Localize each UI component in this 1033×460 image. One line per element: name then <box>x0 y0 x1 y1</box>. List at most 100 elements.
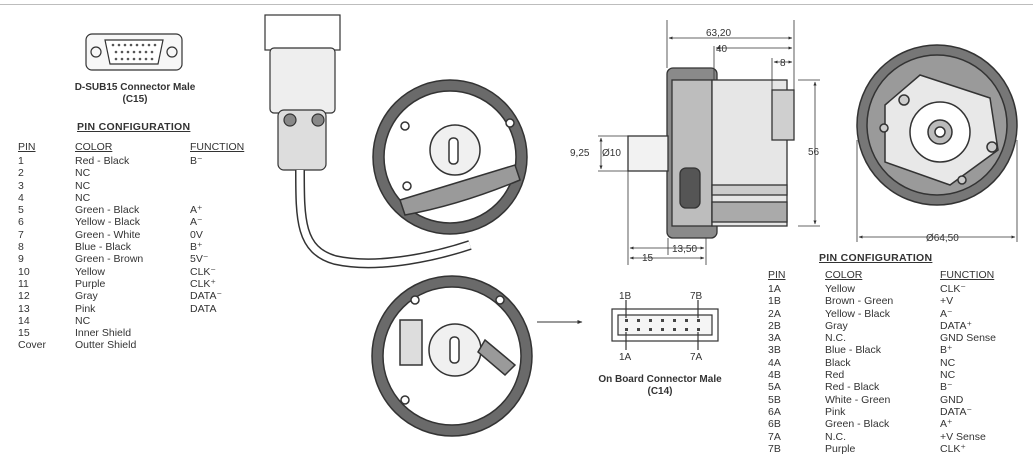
dim-shaft-total: 15 <box>642 253 654 264</box>
dim-shaft-dia: Ø10 <box>602 148 621 159</box>
dsub-caption-line2: (C15) <box>122 94 148 105</box>
dim-shaft-flat: 9,25 <box>570 148 590 159</box>
label-7a: 7A <box>690 352 703 363</box>
cell-color: Inner Shield <box>75 327 132 340</box>
cell-function: NC <box>940 369 956 382</box>
cell-function: CLK⁻ <box>190 265 216 278</box>
cell-function: DATA⁻ <box>940 405 972 418</box>
table-row: 7A N.C. +V Sense <box>768 431 996 443</box>
cell-function: B⁺ <box>940 344 953 357</box>
cell-function: CLK⁻ <box>940 283 966 295</box>
cell-pin: 5A <box>768 381 781 394</box>
cell-function <box>190 339 244 351</box>
cell-pin: 7B <box>768 442 781 455</box>
dsub-pin-heading: PIN CONFIGURATION <box>77 121 191 133</box>
cell-function: +V Sense <box>940 430 986 443</box>
dsub15-connector-face <box>85 33 183 71</box>
onboard-caption-line2: (C14) <box>647 386 673 397</box>
cell-function <box>190 167 244 179</box>
onboard-connector <box>611 300 719 350</box>
encoder-back-bottom <box>371 275 533 437</box>
cell-color: Yellow <box>825 283 855 295</box>
cell-pin: 5B <box>768 393 781 406</box>
cell-color: Green - Black <box>825 418 890 431</box>
label-1b: 1B <box>619 291 632 302</box>
cell-function: CLK⁺ <box>190 277 216 290</box>
cell-pin: 3A <box>768 332 781 345</box>
cell-function: B⁺ <box>190 241 203 254</box>
encoder-side-view <box>627 67 795 239</box>
cell-color: Purple <box>825 442 856 455</box>
cell-color: Outter Shield <box>75 339 137 352</box>
col-color: COLOR <box>825 269 863 281</box>
cell-color: Red - Black <box>825 381 880 394</box>
cell-color: NC <box>75 314 91 327</box>
cell-function: B⁻ <box>940 381 953 394</box>
table-row: 15 Inner Shield <box>18 327 244 339</box>
cell-pin: 8 <box>18 241 24 254</box>
cell-color: Green - Brown <box>75 253 144 266</box>
label-1a: 1A <box>619 352 632 363</box>
table-row: 4 NC <box>18 192 244 204</box>
cell-color: Blue - Black <box>75 241 132 254</box>
cell-color: Blue - Black <box>825 344 882 357</box>
cell-pin: 6 <box>18 216 24 229</box>
table-row: 4B Red NC <box>768 369 996 381</box>
table-row: 5A Red - Black B⁻ <box>768 381 996 393</box>
table-header-row: PIN COLOR FUNCTION <box>18 141 244 155</box>
cell-pin: Cover <box>18 339 47 352</box>
cell-pin: 4B <box>768 369 781 382</box>
cell-pin: 15 <box>18 327 30 340</box>
cell-color: Purple <box>75 277 106 290</box>
cell-pin: 2B <box>768 319 781 332</box>
cell-function: DATA⁺ <box>940 319 972 332</box>
cell-function <box>190 192 244 204</box>
front-view-dimension-lines <box>856 140 1018 242</box>
cell-color: Gray <box>75 290 98 303</box>
cell-color: Green - Black <box>75 204 140 217</box>
cell-color: Yellow <box>75 265 105 278</box>
cell-function: 0V <box>190 228 203 241</box>
table-header-row: PIN COLOR FUNCTION <box>768 269 996 283</box>
col-pin: PIN <box>18 141 36 153</box>
cell-pin: 7A <box>768 430 781 443</box>
cell-function <box>190 315 244 327</box>
cell-pin: 6B <box>768 418 781 431</box>
cell-color: Black <box>825 356 851 369</box>
col-function: FUNCTION <box>190 141 245 153</box>
onboard-caption: On Board Connector Male (C14) <box>585 374 735 398</box>
cell-color: Pink <box>825 405 846 418</box>
cell-pin: 7 <box>18 228 24 241</box>
dim-flange: 8 <box>780 58 786 69</box>
cell-function: +V <box>940 295 954 308</box>
table-row: 6B Green - Black A⁺ <box>768 418 996 430</box>
cell-pin: 2A <box>768 307 781 320</box>
cell-color: NC <box>75 191 91 204</box>
cell-pin: 4 <box>18 191 24 204</box>
cell-color: N.C. <box>825 430 846 443</box>
cell-function: A⁺ <box>940 418 953 431</box>
cell-color: Red - Black <box>75 155 130 167</box>
table-row: Cover Outter Shield <box>18 339 244 351</box>
cell-color: Brown - Green <box>825 295 894 308</box>
cell-pin: 13 <box>18 302 30 315</box>
cell-function <box>190 180 244 192</box>
dim-outer-dia: Ø64,50 <box>926 233 959 244</box>
cell-function: NC <box>940 356 956 369</box>
cell-color: NC <box>75 167 91 180</box>
cell-color: Red <box>825 369 845 382</box>
onboard-caption-line1: On Board Connector Male <box>598 374 722 385</box>
cell-pin: 1 <box>18 155 24 167</box>
